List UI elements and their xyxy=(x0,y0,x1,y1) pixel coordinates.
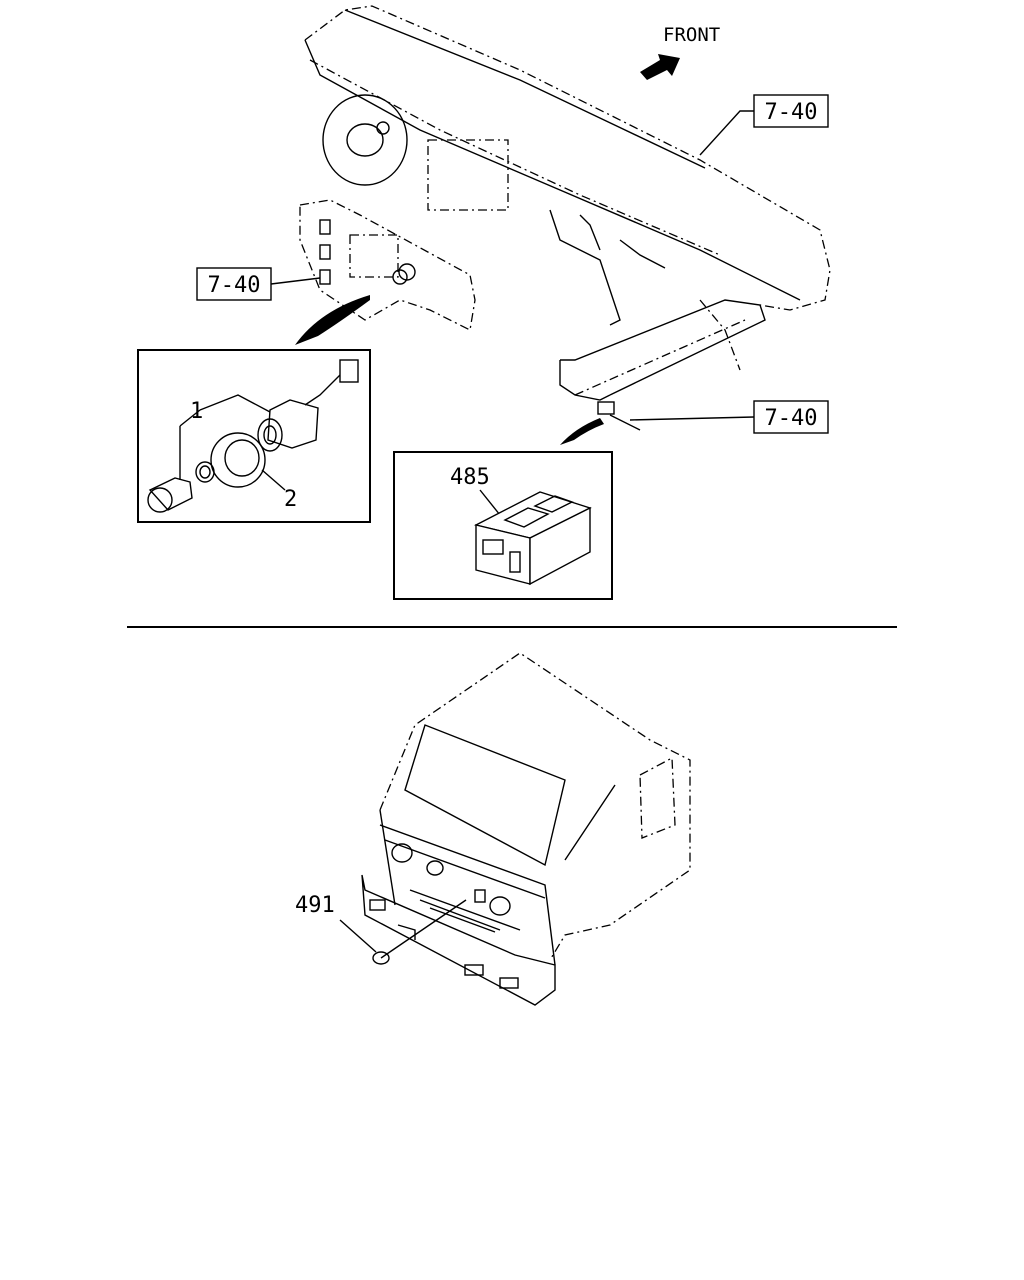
ref-callout-mid-right: 7-40 xyxy=(629,400,829,434)
ref-callout-left: 7-40 xyxy=(196,267,321,301)
part-number-1: 1 xyxy=(190,399,203,424)
part-number-491: 491 xyxy=(295,893,335,918)
front-arrow-icon xyxy=(640,54,680,80)
ref-label-left: 7-40 xyxy=(208,273,261,298)
ref-label-mid-right: 7-40 xyxy=(765,406,818,431)
ref-label-top-right: 7-40 xyxy=(765,100,818,125)
truck-cab: 491 xyxy=(295,652,691,1006)
dashboard-assembly xyxy=(295,5,831,445)
ref-callout-top-right: 7-40 xyxy=(699,94,829,156)
front-direction-indicator: FRONT xyxy=(640,24,720,80)
lighter-detail-box: 1 2 xyxy=(137,349,371,523)
part-number-485: 485 xyxy=(450,465,490,490)
module-detail-box: 485 xyxy=(393,451,613,600)
part-number-2: 2 xyxy=(284,487,297,512)
front-label: FRONT xyxy=(663,24,720,46)
